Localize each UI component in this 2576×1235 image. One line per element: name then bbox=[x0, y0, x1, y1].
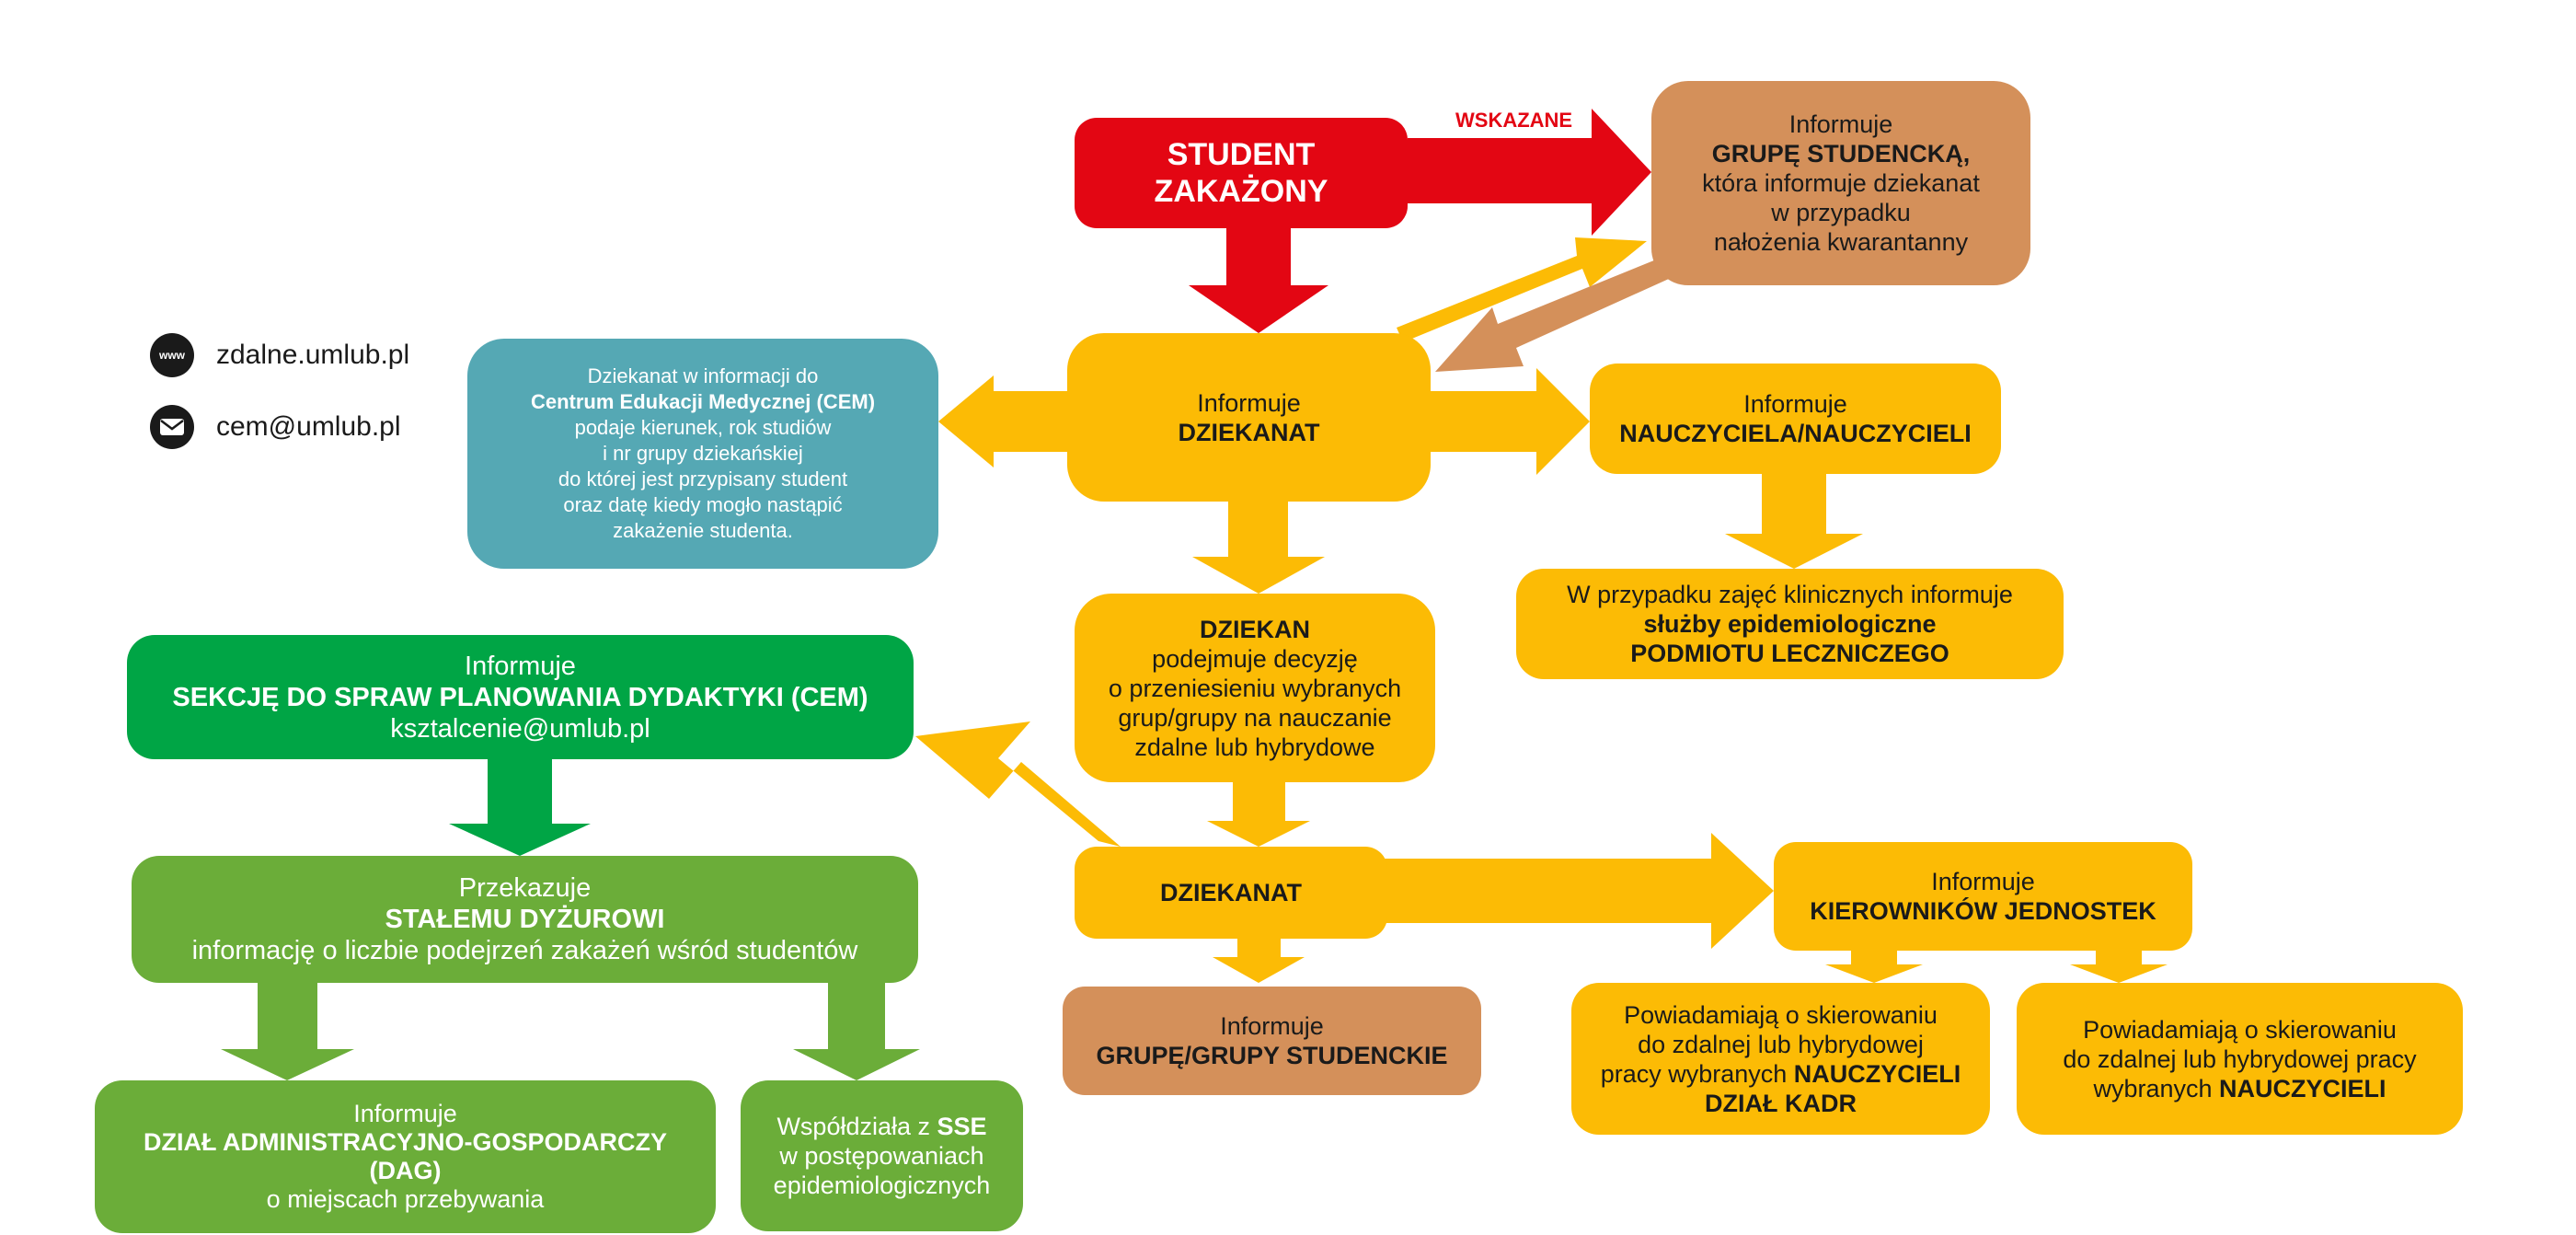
dean-office-top-box: Informuje DZIEKANAT bbox=[1067, 333, 1431, 502]
student-line2: ZAKAŻONY bbox=[1154, 174, 1328, 209]
dziekanat-mid-l1: DZIEKANAT bbox=[1160, 879, 1302, 906]
nauczyciela-l1: Informuje bbox=[1743, 390, 1847, 418]
sse-box: Współdziała z SSE w postępowaniach epide… bbox=[741, 1080, 1023, 1231]
sekcja-l2: SEKCJĘ DO SPRAW PLANOWANIA DYDAKTYKI (CE… bbox=[172, 682, 868, 712]
kadr-l3: pracy wybranych NAUCZYCIELI bbox=[1601, 1059, 1961, 1089]
sse-l2: w postępowaniach bbox=[779, 1142, 984, 1170]
dyzur-l2: STAŁEMU DYŻUROWI bbox=[385, 905, 665, 934]
cem-l2: Centrum Edukacji Medycznej (CEM) bbox=[530, 390, 876, 413]
kadr-l1: Powiadamiają o skierowaniu bbox=[1624, 1000, 1938, 1029]
grupy-l2: GRUPĘ/GRUPY STUDENCKIE bbox=[1096, 1042, 1448, 1069]
kierownikow-l1: Informuje bbox=[1931, 868, 2035, 895]
arrow-kierownikow-to-kadr bbox=[1825, 948, 1923, 983]
dziekan-l3: o przeniesieniu wybranych bbox=[1108, 674, 1402, 702]
website-text[interactable]: zdalne.umlub.pl bbox=[216, 340, 410, 370]
wskazane-label: WSKAZANE bbox=[1455, 109, 1573, 132]
arrow-dziekanat-mid-to-kierownikow bbox=[1380, 833, 1774, 949]
arrow-dziekanat-mid-to-sekcja bbox=[915, 721, 1121, 847]
cem-info-box: Dziekanat w informacji do Centrum Edukac… bbox=[467, 339, 938, 569]
grupa-l4: w przypadku bbox=[1771, 199, 1911, 226]
teacher-notify-box: Informuje NAUCZYCIELA/NAUCZYCIELI bbox=[1590, 364, 2001, 474]
kadr-l3b: NAUCZYCIELI bbox=[1793, 1059, 1961, 1088]
nauczycieli-l3b: NAUCZYCIELI bbox=[2219, 1074, 2386, 1102]
clinical-classes-box: W przypadku zajęć klinicznych informuje … bbox=[1516, 569, 2064, 679]
sse-l1b: SSE bbox=[937, 1113, 987, 1140]
kliniczne-l3: PODMIOTU LECZNICZEGO bbox=[1630, 640, 1949, 667]
arrow-dyzur-to-sse bbox=[793, 983, 920, 1080]
cem-l6: oraz datę kiedy mogło nastąpić bbox=[563, 493, 843, 516]
website-contact: www zdalne.umlub.pl bbox=[150, 333, 409, 377]
dyzur-l1: Przekazuje bbox=[458, 873, 592, 903]
student-group-box: Informuje GRUPĘ STUDENCKĄ, która informu… bbox=[1651, 81, 2030, 285]
kliniczne-l1: W przypadku zajęć klinicznych informuje bbox=[1567, 581, 2013, 608]
nauczycieli-l1: Powiadamiają o skierowaniu bbox=[2083, 1015, 2397, 1044]
sse-l3: epidemiologicznych bbox=[773, 1172, 991, 1199]
duty-service-box: Przekazuje STAŁEMU DYŻUROWI informację o… bbox=[132, 856, 918, 983]
cem-l4: i nr grupy dziekańskiej bbox=[603, 442, 803, 465]
arrow-dziekanat-mid-to-grupy bbox=[1213, 931, 1305, 983]
nauczyciela-l2: NAUCZYCIELA/NAUCZYCIELI bbox=[1619, 420, 1972, 447]
dziekan-l4: grup/grupy na nauczanie bbox=[1118, 703, 1392, 732]
arrow-dziekanat-to-grupa bbox=[1397, 237, 1647, 342]
dag-l1: Informuje bbox=[353, 1100, 457, 1127]
dziekanat-top-l2: DZIEKANAT bbox=[1178, 418, 1320, 446]
cem-l1: Dziekanat w informacji do bbox=[587, 364, 819, 387]
kadr-l3a: pracy wybranych bbox=[1600, 1059, 1794, 1088]
arrow-dyzur-to-dag bbox=[221, 983, 354, 1080]
grupa-l1: Informuje bbox=[1788, 110, 1893, 138]
dean-decision-box: DZIEKAN podejmuje decyzję o przeniesieni… bbox=[1075, 594, 1435, 782]
dziekanat-top-l1: Informuje bbox=[1197, 388, 1301, 417]
grupa-l2: GRUPĘ STUDENCKĄ, bbox=[1711, 140, 1971, 167]
dziekan-l5: zdalne lub hybrydowe bbox=[1134, 733, 1375, 761]
arrow-dziekanat-to-cem bbox=[938, 375, 1076, 467]
hr-notify-box: Powiadamiają o skierowaniu do zdalnej lu… bbox=[1571, 983, 1990, 1135]
envelope-icon bbox=[150, 405, 194, 449]
arrow-sekcja-to-dyzur bbox=[449, 759, 591, 856]
dean-office-mid-box: DZIEKANAT bbox=[1075, 847, 1387, 939]
arrow-dziekanat-to-nauczyciela bbox=[1431, 368, 1590, 475]
arrow-nauczyciela-to-kliniczne bbox=[1725, 474, 1863, 569]
dag-l2: DZIAŁ ADMINISTRACYJNO-GOSPODARCZY bbox=[143, 1128, 667, 1156]
student-groups-box: Informuje GRUPĘ/GRUPY STUDENCKIE bbox=[1063, 987, 1481, 1095]
arrow-dziekanat-to-dziekan bbox=[1192, 502, 1325, 594]
grupy-l1: Informuje bbox=[1220, 1012, 1324, 1040]
dziekan-l2: podejmuje decyzję bbox=[1152, 644, 1358, 673]
unit-heads-box: Informuje KIEROWNIKÓW JEDNOSTEK bbox=[1774, 842, 2192, 951]
dag-l4: o miejscach przebywania bbox=[266, 1185, 545, 1213]
email-contact: cem@umlub.pl bbox=[150, 405, 401, 449]
cem-l5: do której jest przypisany student bbox=[558, 467, 848, 491]
arrow-grupa-to-dziekanat bbox=[1435, 254, 1679, 372]
arrow-student-to-dziekanat bbox=[1189, 228, 1328, 333]
arrow-kierownikow-to-nauczycieli bbox=[2070, 948, 2168, 983]
grupa-l3: która informuje dziekanat bbox=[1702, 169, 1980, 197]
cem-l3: podaje kierunek, rok studiów bbox=[574, 416, 832, 439]
globe-icon: www bbox=[150, 333, 194, 377]
arrow-student-to-grupa bbox=[1408, 109, 1651, 236]
kadr-l4: DZIAŁ KADR bbox=[1705, 1089, 1857, 1117]
cem-l7: zakażenie studenta. bbox=[613, 519, 793, 542]
nauczycieli-l2: do zdalnej lub hybrydowej pracy bbox=[2063, 1045, 2417, 1073]
nauczycieli-l3a: wybranych bbox=[2093, 1074, 2220, 1102]
dziekan-l1: DZIEKAN bbox=[1200, 615, 1310, 643]
arrow-dziekan-to-dziekanat-mid bbox=[1207, 782, 1310, 847]
teachers-notify-box: Powiadamiają o skierowaniu do zdalnej lu… bbox=[2017, 983, 2463, 1135]
dag-box: Informuje DZIAŁ ADMINISTRACYJNO-GOSPODAR… bbox=[95, 1080, 716, 1233]
sse-l1a: Współdziała z bbox=[776, 1113, 937, 1140]
nauczycieli-l3: wybranych NAUCZYCIELI bbox=[2093, 1074, 2386, 1103]
sse-l1: Współdziała z SSE bbox=[776, 1112, 986, 1141]
student-line1: STUDENT bbox=[1167, 137, 1316, 172]
student-infected-box: STUDENT ZAKAŻONY bbox=[1075, 118, 1408, 228]
grupa-l5: nałożenia kwarantanny bbox=[1713, 228, 1969, 256]
dyzur-l3: informację o liczbie podejrzeń zakażeń w… bbox=[191, 936, 858, 965]
sekcja-l3: ksztalcenie@umlub.pl bbox=[390, 713, 650, 744]
email-text[interactable]: cem@umlub.pl bbox=[216, 411, 401, 442]
sekcja-l1: Informuje bbox=[465, 651, 576, 681]
dag-l3: (DAG) bbox=[369, 1157, 442, 1184]
planning-section-box: Informuje SEKCJĘ DO SPRAW PLANOWANIA DYD… bbox=[127, 635, 914, 759]
kliniczne-l2: służby epidemiologiczne bbox=[1643, 610, 1937, 638]
kierownikow-l2: KIEROWNIKÓW JEDNOSTEK bbox=[1810, 897, 2156, 925]
kadr-l2: do zdalnej lub hybrydowej bbox=[1638, 1030, 1924, 1058]
